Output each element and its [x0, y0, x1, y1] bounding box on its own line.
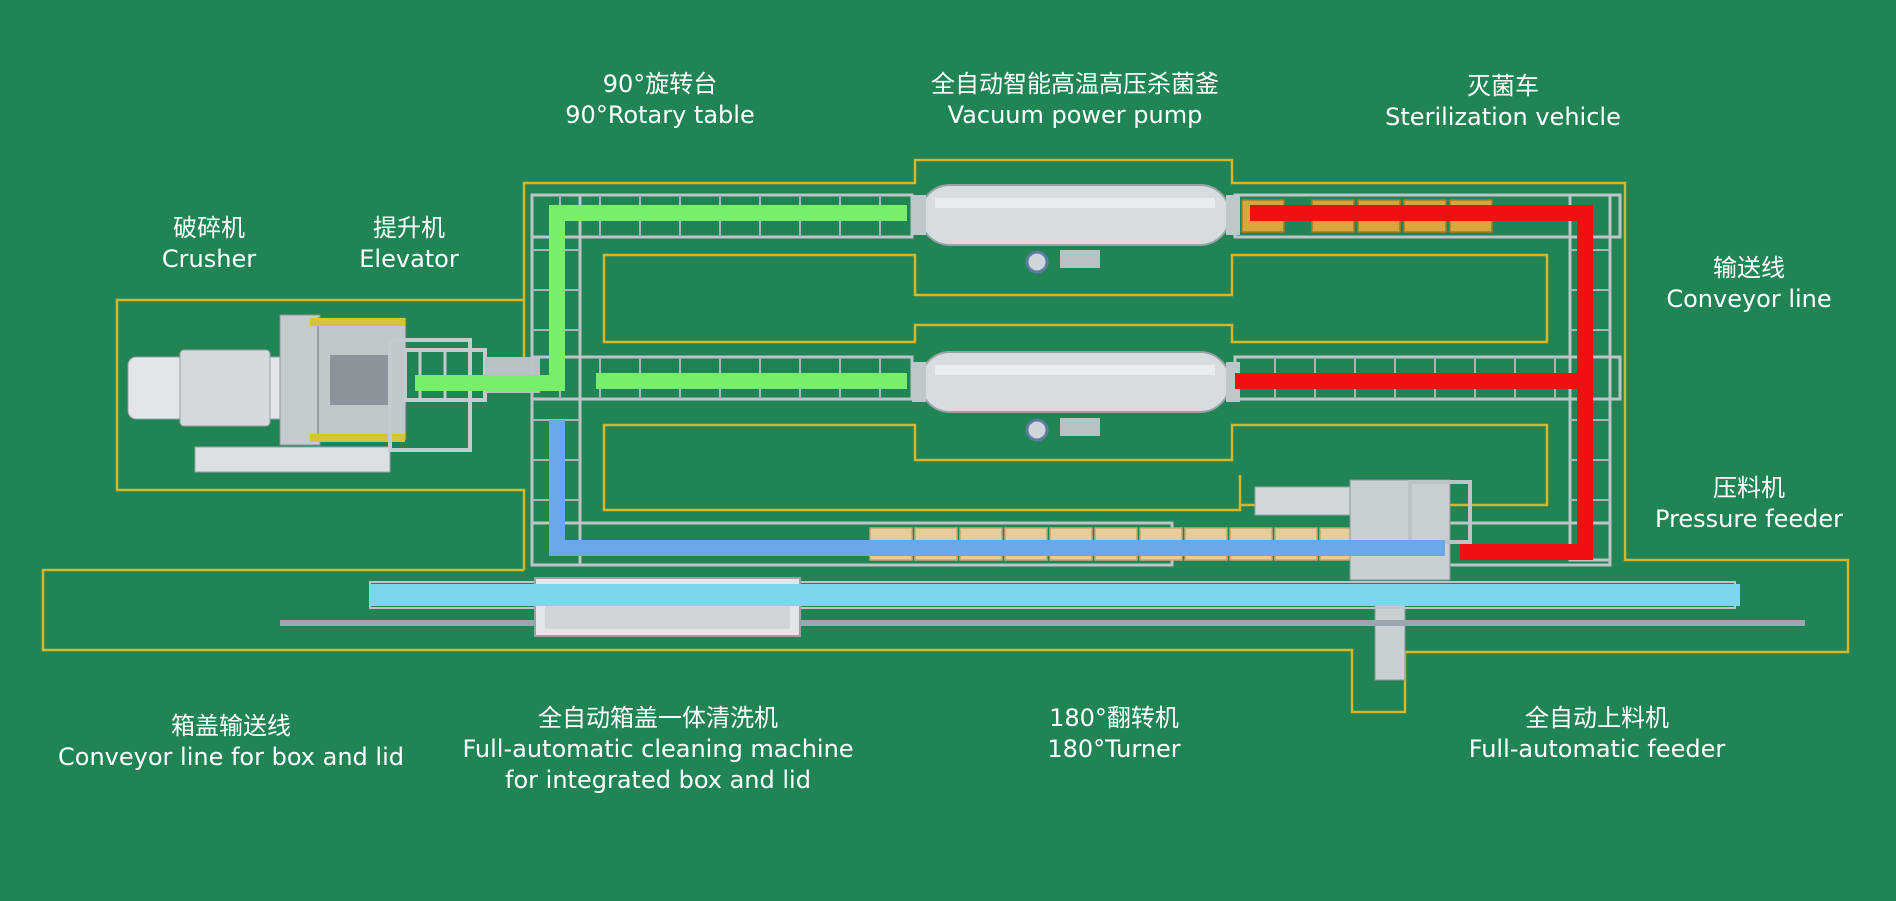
box-lid-conveyor-label-zh: 箱盖输送线	[171, 712, 291, 740]
main-line-outline	[41, 158, 1850, 714]
rotary-table-label-en: 90°Rotary table	[565, 101, 755, 129]
sterilizer-lower	[912, 351, 1240, 442]
conveyor-line-label: 输送线 Conveyor line	[1666, 253, 1831, 315]
box-lid-conveyor-label: 箱盖输送线 Conveyor line for box and lid	[58, 711, 404, 773]
cleaning-machine-label: 全自动箱盖一体清洗机 Full-automatic cleaning machi…	[462, 703, 853, 796]
flow-box-lid	[370, 584, 1740, 606]
flow-raw-material	[415, 205, 907, 391]
sterilization-vehicle-label-zh: 灭菌车	[1466, 72, 1539, 100]
crusher-label-en: Crusher	[161, 245, 257, 273]
auto-feeder-label-zh: 全自动上料机	[1524, 704, 1669, 732]
rotary-table-label-zh: 90°旋转台	[602, 70, 718, 98]
pressure-feeder-label-zh: 压料机	[1713, 474, 1785, 502]
sterilizer-upper	[912, 184, 1240, 274]
sterilizer-label: 全自动智能高温高压杀菌釜 Vacuum power pump	[931, 69, 1219, 131]
auto-feeder-label: 全自动上料机 Full-automatic feeder	[1469, 703, 1726, 765]
flow-return-empty	[549, 420, 1445, 556]
cleaning-machine-label-en2: for integrated box and lid	[505, 766, 811, 794]
upper-loop-outline	[602, 253, 1549, 344]
elevator-label: 提升机 Elevator	[359, 213, 458, 275]
crusher-machine	[127, 314, 472, 473]
conveyor-line-label-zh: 输送线	[1712, 254, 1785, 282]
turner-label: 180°翻转机 180°Turner	[1047, 703, 1180, 765]
box-lid-conveyor-label-en: Conveyor line for box and lid	[58, 743, 404, 771]
flow-sterilized	[1235, 205, 1593, 560]
sterilization-vehicle-label: 灭菌车 Sterilization vehicle	[1385, 71, 1621, 133]
layout-outlines	[41, 158, 1850, 714]
cleaning-machine-label-zh: 全自动箱盖一体清洗机	[538, 704, 778, 732]
sterilizer-label-zh: 全自动智能高温高压杀菌釜	[931, 70, 1219, 98]
elevator-label-zh: 提升机	[373, 214, 445, 242]
pressure-feeder-label-en: Pressure feeder	[1655, 505, 1843, 533]
crusher-label: 破碎机 Crusher	[162, 213, 256, 275]
elevator-label-en: Elevator	[359, 245, 459, 273]
turner-label-en: 180°Turner	[1047, 735, 1181, 763]
crusher-area-outline	[115, 298, 526, 570]
auto-feeder-label-en: Full-automatic feeder	[1468, 735, 1726, 763]
crusher-label-zh: 破碎机	[173, 214, 245, 242]
sterilization-vehicle-label-en: Sterilization vehicle	[1385, 103, 1621, 131]
rotary-table-label: 90°旋转台 90°Rotary table	[565, 69, 754, 131]
turner-label-zh: 180°翻转机	[1049, 704, 1179, 732]
pressure-feeder-label: 压料机 Pressure feeder	[1655, 473, 1843, 535]
conveyor-line-label-en: Conveyor line	[1666, 285, 1832, 313]
lower-loop-outline	[602, 423, 1549, 512]
sterilizer-label-en: Vacuum power pump	[947, 101, 1203, 129]
cleaning-machine-label-en: Full-automatic cleaning machine	[462, 735, 854, 763]
pressure-feeder-machine	[1254, 479, 1472, 681]
